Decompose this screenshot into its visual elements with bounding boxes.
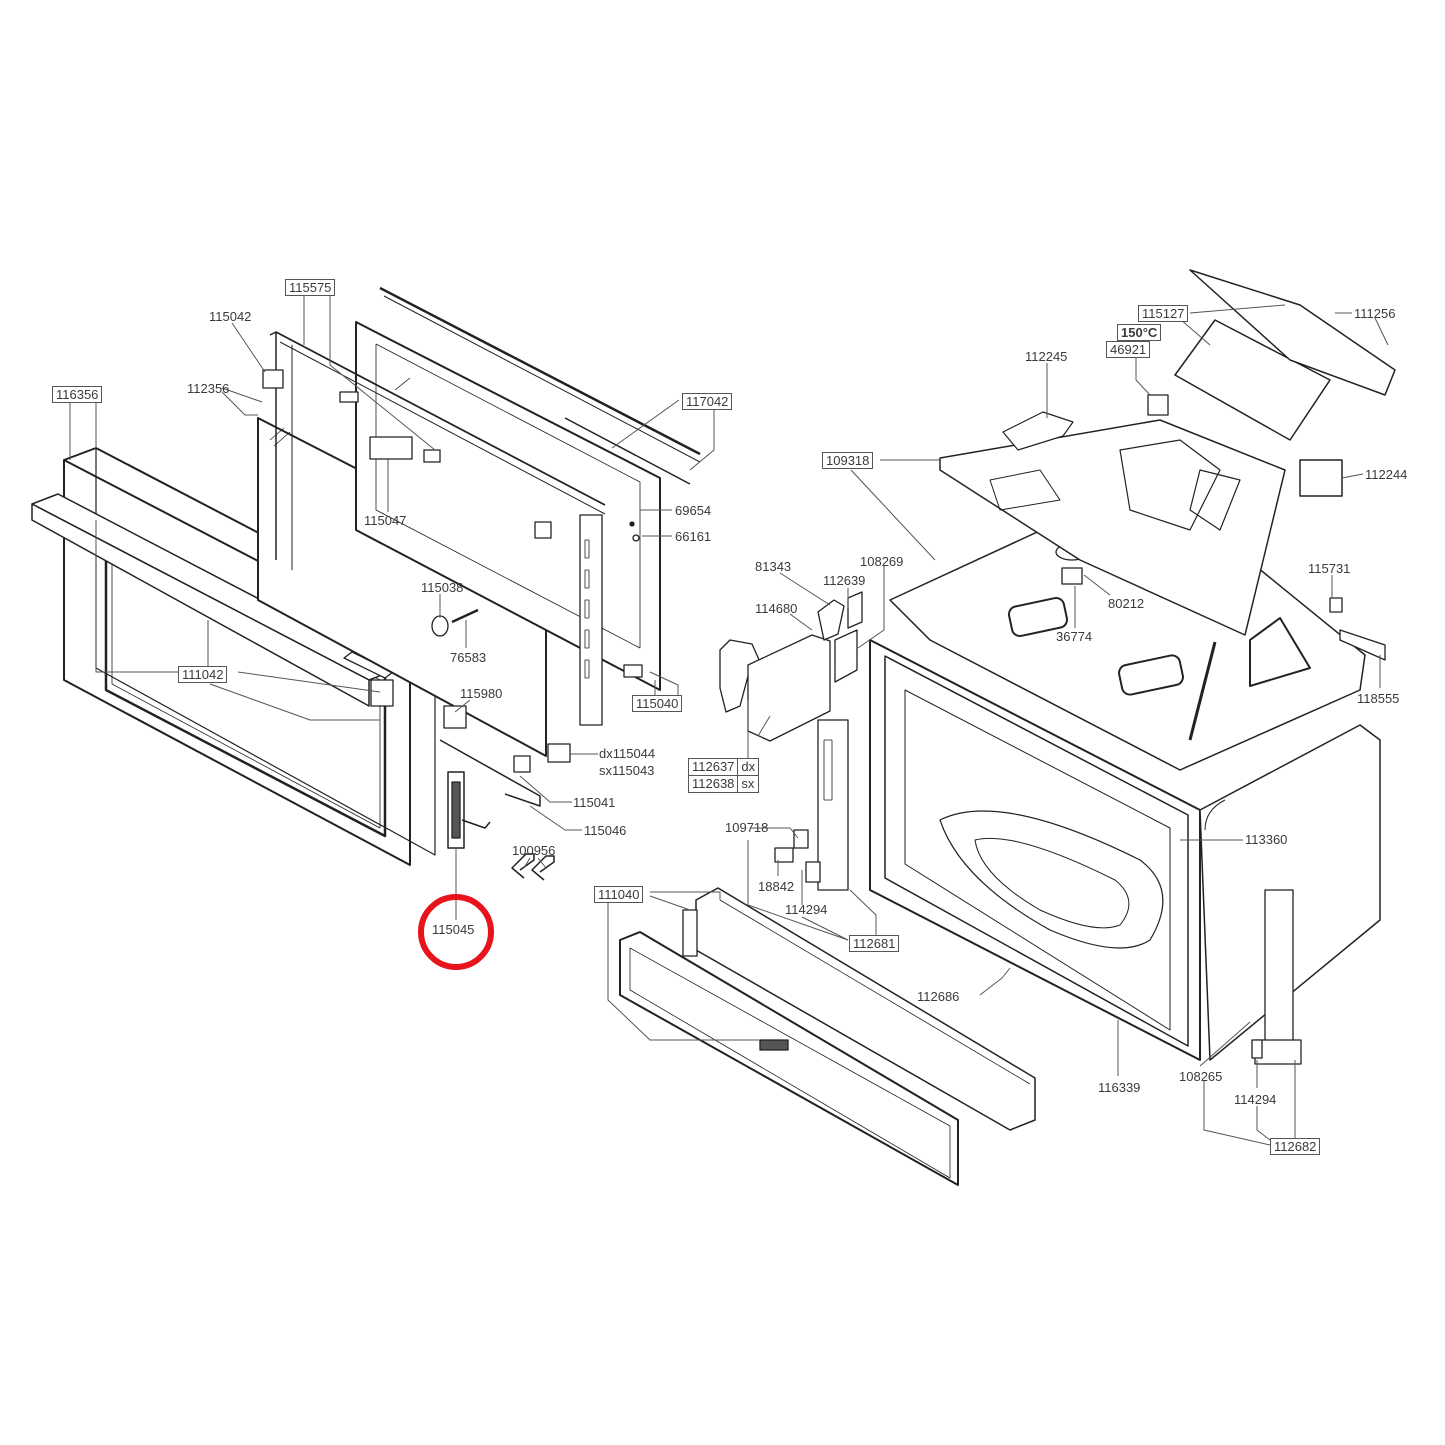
right-hinge-112682 — [1251, 889, 1302, 1065]
part-label-112686[interactable]: 112686 — [917, 989, 960, 1004]
part-label-115042[interactable]: 115042 — [209, 309, 252, 324]
part-label-115731[interactable]: 115731 — [1308, 561, 1351, 576]
part-label-117042[interactable]: 117042 — [682, 393, 733, 410]
part-label-116356[interactable]: 116356 — [52, 386, 103, 403]
part-label-115040[interactable]: 115040 — [632, 695, 683, 712]
part-label-112245[interactable]: 112245 — [1025, 349, 1068, 364]
part-label-114294[interactable]: 114294 — [785, 902, 828, 917]
part-label-112637[interactable]: 112637 — [687, 758, 739, 776]
bottom-control-panel — [619, 887, 1036, 1186]
part-label-115575[interactable]: 115575 — [285, 279, 336, 296]
door-top-trim-strip — [379, 286, 701, 485]
door-small-parts — [262, 369, 643, 807]
part-label-112638[interactable]: 112638 — [687, 775, 739, 793]
part-label-46921[interactable]: 46921 — [1106, 341, 1151, 358]
part-label-112244[interactable]: 112244 — [1365, 467, 1408, 482]
part-label-18842[interactable]: 18842 — [758, 879, 795, 894]
heating-element-assembly — [1002, 269, 1396, 497]
part-label-113360[interactable]: 113360 — [1245, 832, 1288, 847]
part-label-36774[interactable]: 36774 — [1056, 629, 1093, 644]
part-label-111256[interactable]: 111256 — [1354, 306, 1396, 321]
part-label-111040[interactable]: 111040 — [594, 886, 644, 903]
highlight-ring-115045 — [418, 894, 494, 970]
part-label-111042[interactable]: 111042 — [178, 666, 228, 683]
part-label-118555[interactable]: 118555 — [1357, 691, 1400, 706]
variant-side-dx: dx — [737, 758, 760, 776]
part-label-dx115044[interactable]: dx115044 — [599, 746, 656, 761]
door-hinge-115045 — [447, 771, 491, 849]
part-label-100956[interactable]: 100956 — [512, 843, 556, 858]
part-label-150C[interactable]: 150°C — [1117, 324, 1162, 341]
part-label-109318[interactable]: 109318 — [822, 452, 874, 469]
fan-cover-109318 — [939, 419, 1286, 636]
part-label-80212[interactable]: 80212 — [1108, 596, 1145, 611]
door-lock-assembly — [719, 591, 863, 742]
part-label-69654[interactable]: 69654 — [675, 503, 712, 518]
door-inner-frame — [269, 331, 606, 726]
part-label-114680[interactable]: 114680 — [755, 601, 798, 616]
part-label-108269[interactable]: 108269 — [860, 554, 904, 569]
part-label-76583[interactable]: 76583 — [450, 650, 487, 665]
part-label-sx115043[interactable]: sx115043 — [599, 763, 655, 778]
part-label-116339[interactable]: 116339 — [1098, 1080, 1141, 1095]
part-label-115047[interactable]: 115047 — [364, 513, 407, 528]
wire-clips-100956 — [511, 853, 555, 881]
part-label-81343[interactable]: 81343 — [755, 559, 792, 574]
part-label-115046[interactable]: 115046 — [584, 823, 627, 838]
part-label-112639[interactable]: 112639 — [823, 573, 866, 588]
part-label-115127[interactable]: 115127 — [1138, 305, 1189, 322]
part-label-108265[interactable]: 108265 — [1179, 1069, 1223, 1084]
part-label-115041[interactable]: 115041 — [573, 795, 616, 810]
leader-lines — [69, 293, 1389, 1146]
part-label-112681[interactable]: 112681 — [849, 935, 900, 952]
part-label-112682[interactable]: 112682 — [1270, 1138, 1321, 1155]
small-brackets-right — [1329, 597, 1386, 661]
part-label-109718[interactable]: 109718 — [725, 820, 769, 835]
part-label-115980[interactable]: 115980 — [460, 686, 503, 701]
part-label-115038[interactable]: 115038 — [421, 580, 464, 595]
part-label-66161[interactable]: 66161 — [675, 529, 712, 544]
part-label-114294[interactable]: 114294 — [1234, 1092, 1277, 1107]
cavity-hinge-left — [774, 719, 849, 891]
variant-side-sx: sx — [737, 775, 760, 793]
part-label-112356[interactable]: 112356 — [187, 381, 230, 396]
